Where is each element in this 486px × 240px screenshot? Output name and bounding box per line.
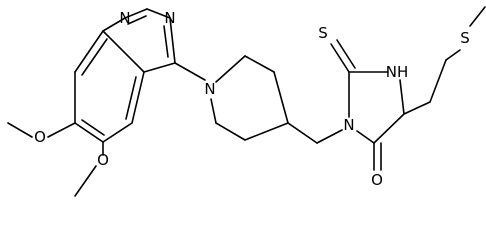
bond-c4-npip — [174, 62, 206, 81]
bonds — [7, 6, 486, 197]
atom-nh-ring: NH — [386, 63, 409, 81]
bond-c7-c6-inner — [81, 119, 105, 136]
bond-ch2b-s — [445, 49, 461, 61]
bond-c7-o7 — [47, 122, 76, 138]
bond-c-s-double-b — [336, 39, 356, 69]
bond-c7-c6 — [74, 122, 104, 143]
atom-s-thioether: S — [460, 29, 470, 47]
atom-labels: N N N O O S NH N O S — [34, 9, 470, 189]
bond-o7-me — [7, 122, 33, 138]
bond-c8a-c8 — [74, 30, 104, 73]
bond-c4-c4a — [143, 62, 176, 73]
bond-s-me — [469, 6, 486, 27]
bond-ch2a-ch2b — [429, 59, 447, 103]
molecule-diagram: N N N O O S NH N O S — [7, 6, 486, 197]
bond-npip-c2 — [215, 55, 246, 83]
bond-o6-me — [74, 165, 97, 197]
bond-n3-c4 — [169, 17, 176, 64]
atom-n-quin1: N — [119, 9, 130, 27]
bond-c5-nimid — [356, 130, 375, 144]
atom-o-methoxy6: O — [97, 151, 109, 169]
bond-c5-c6 — [215, 122, 246, 141]
bond-c4-c5 — [244, 122, 289, 141]
bond-ch2-nimid — [316, 129, 343, 144]
atom-o-carbonyl: O — [371, 171, 383, 189]
bond-c5-c4a-inner — [125, 76, 137, 120]
bond-c4-ch2 — [287, 122, 318, 144]
bond-n3-c4-inner — [163, 25, 169, 58]
bond-c4-ch2a — [403, 101, 431, 115]
bond-c-s-double-a — [330, 43, 350, 73]
bond-c6-npip — [210, 98, 217, 124]
bond-n1-c2-inner — [127, 15, 147, 25]
atom-n-piperidine: N — [204, 80, 215, 98]
bond-c4a-c8a — [102, 30, 145, 73]
bond-c2-c3 — [244, 55, 275, 73]
bond-c5-c4a — [131, 71, 145, 124]
bond-c8a-n1 — [102, 17, 126, 32]
bond-c3-c4 — [273, 71, 289, 124]
atom-s-thione: S — [318, 24, 328, 42]
bond-nh-c4 — [399, 79, 405, 115]
bond-c4-c5 — [373, 113, 405, 144]
bond-c8a-c8-inner — [81, 38, 108, 76]
bond-n1-c2 — [124, 8, 148, 19]
bond-c6-c5 — [102, 122, 133, 143]
bond-c2-n3 — [146, 8, 171, 19]
atom-n-quin3: N — [164, 9, 175, 27]
atom-o-methoxy7: O — [34, 128, 46, 146]
atom-n-imidazolidine: N — [343, 116, 354, 134]
